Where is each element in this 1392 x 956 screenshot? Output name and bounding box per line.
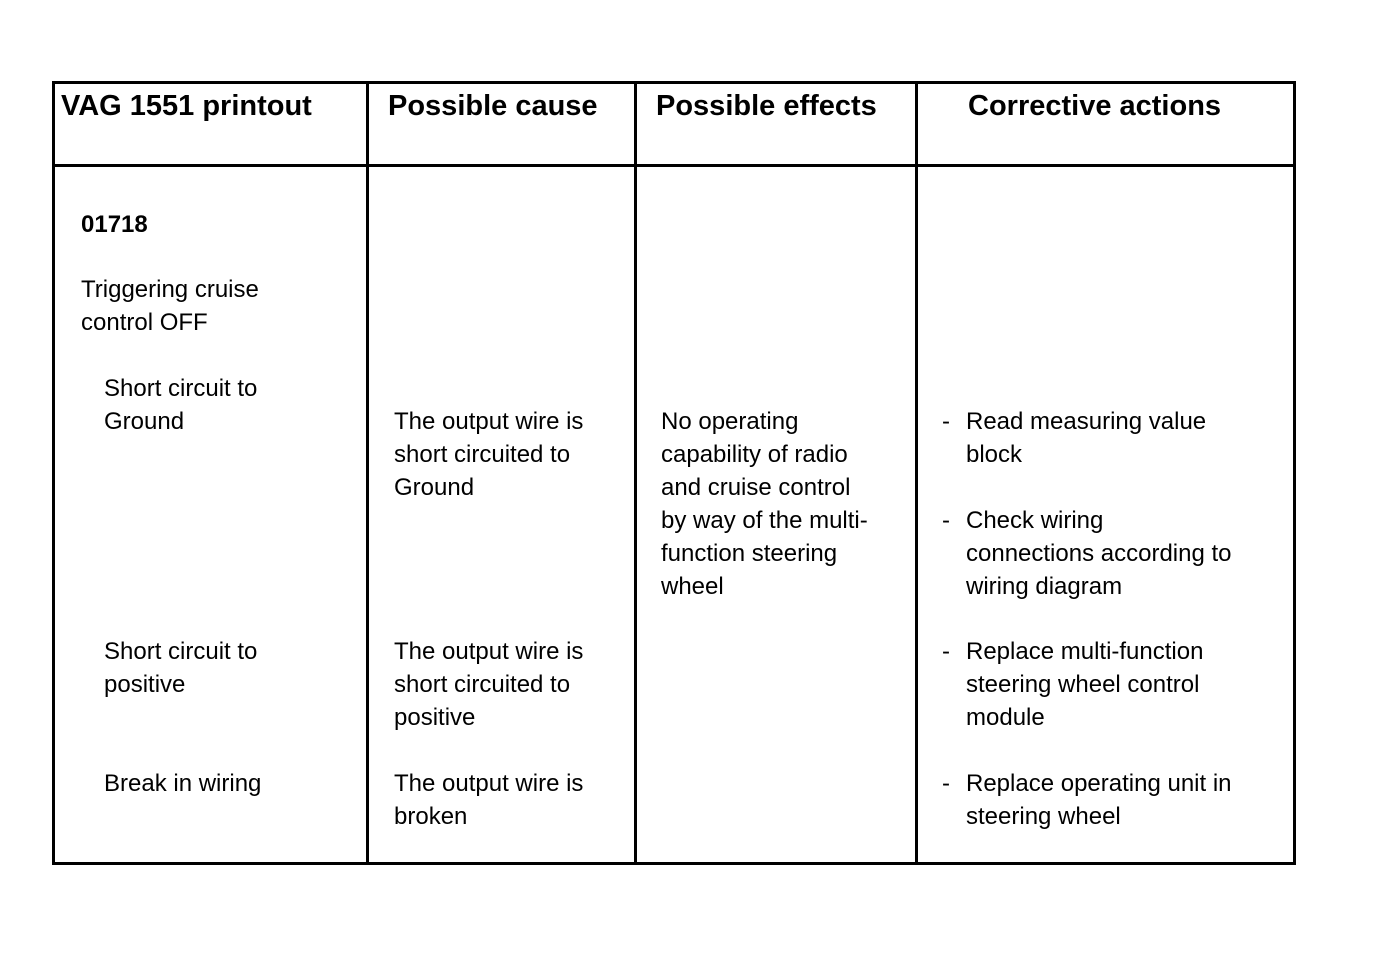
header-possible-effects: Possible effects bbox=[656, 90, 877, 122]
fault-type-ground: Short circuit to Ground bbox=[104, 375, 258, 435]
bullet-dash: - bbox=[942, 638, 950, 665]
effects-text: No operating capability of radio and cru… bbox=[661, 408, 868, 600]
header-vag-printout: VAG 1551 printout bbox=[61, 90, 312, 122]
fault-component: Triggering cruise control OFF bbox=[81, 276, 259, 336]
fault-type-break: Break in wiring bbox=[104, 770, 262, 797]
fault-type-positive: Short circuit to positive bbox=[104, 638, 258, 698]
cause-ground: The output wire is short circuited to Gr… bbox=[394, 408, 584, 501]
bullet-dash: - bbox=[942, 507, 950, 534]
cause-break: The output wire is broken bbox=[394, 770, 584, 830]
header-divider bbox=[55, 164, 1293, 167]
fault-code: 01718 bbox=[81, 211, 148, 238]
column-divider bbox=[634, 84, 637, 862]
cause-positive: The output wire is short circuited to po… bbox=[394, 638, 584, 731]
header-possible-cause: Possible cause bbox=[388, 90, 598, 122]
header-corrective-actions: Corrective actions bbox=[968, 90, 1222, 122]
bullet-dash: - bbox=[942, 770, 950, 797]
bullet-dash: - bbox=[942, 408, 950, 435]
fault-code-table: VAG 1551 printout Possible cause Possibl… bbox=[52, 81, 1296, 865]
column-divider bbox=[366, 84, 369, 862]
column-divider bbox=[915, 84, 918, 862]
